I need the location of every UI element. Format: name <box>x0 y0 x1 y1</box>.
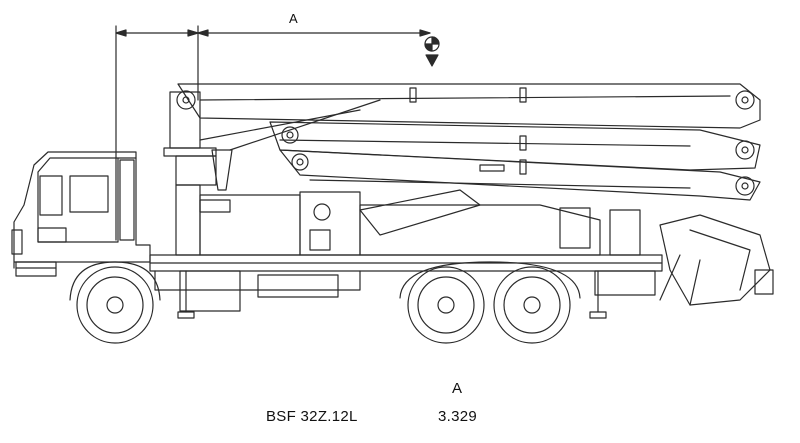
hopper <box>659 214 774 306</box>
spec-value-a: 3.329 <box>438 408 478 425</box>
boom-arm <box>176 83 761 236</box>
front-wheel <box>69 261 161 344</box>
pump-body <box>175 184 641 256</box>
boom-turret <box>163 91 233 191</box>
spec-column-header: A <box>452 380 463 397</box>
rear-wheel-2 <box>399 261 581 344</box>
spec-model-name: BSF 32Z.12L <box>266 408 358 425</box>
dimension-line-a <box>115 25 431 241</box>
truck-cab <box>11 151 151 277</box>
rear-wheel-1 <box>407 266 485 344</box>
stabiliser-legs <box>177 270 607 319</box>
center-of-gravity-icon <box>424 36 440 67</box>
dimension-label-a: A <box>289 11 298 26</box>
